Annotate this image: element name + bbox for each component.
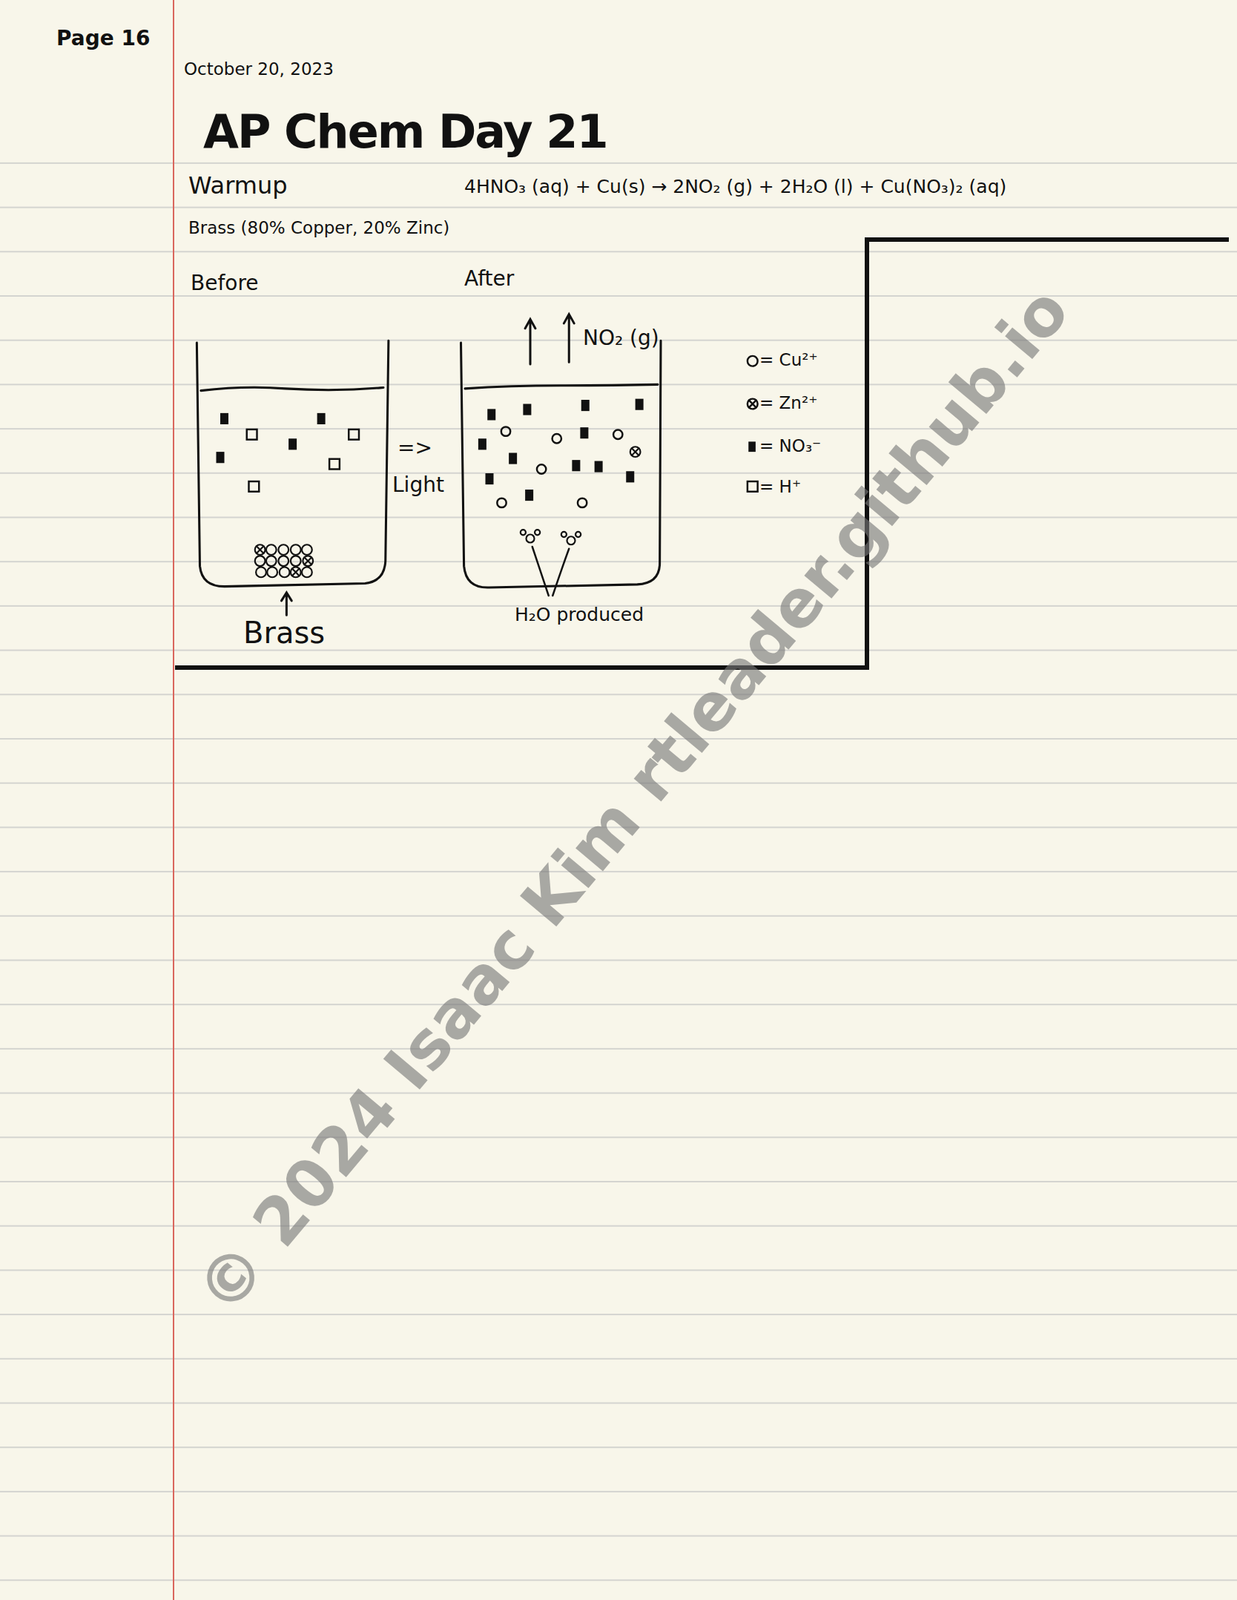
chemical-equation: 4HNO₃ (aq) + Cu(s) → 2NO₂ (g) + 2H₂O (l)… <box>464 176 1007 199</box>
leader-label: H₂O produced <box>514 604 644 626</box>
beaker-illustration <box>196 314 758 616</box>
nitrate-ions <box>216 413 326 463</box>
page-number: Page 16 <box>56 26 150 51</box>
legend-text: = Zn²⁺ <box>759 393 818 413</box>
legend-text: = NO₃⁻ <box>759 436 821 456</box>
panel-label: Before <box>190 271 259 296</box>
beaker <box>461 340 662 588</box>
water-line <box>200 387 384 391</box>
reaction-arrow: => <box>397 436 433 460</box>
part-label: Brass <box>243 615 325 650</box>
copper-ions <box>496 426 623 508</box>
section-border <box>175 239 1229 668</box>
beaker <box>196 340 389 586</box>
leader-lines <box>532 546 570 596</box>
nitrate-ions <box>478 398 644 502</box>
zinc-ion <box>630 446 641 457</box>
page-title: AP Chem Day 21 <box>203 105 608 158</box>
gas-arrows <box>525 314 575 365</box>
note: Brass (80% Copper, 20% Zinc) <box>188 218 450 238</box>
water-line <box>464 384 658 389</box>
brass-atoms <box>255 544 313 577</box>
date: October 20, 2023 <box>183 59 334 79</box>
hydrogen-ions <box>246 429 359 492</box>
panel-label: After <box>464 266 514 291</box>
ruled-lines <box>0 148 1237 1600</box>
legend-samples <box>747 355 758 492</box>
water-molecules <box>520 529 581 545</box>
condition-label: Light <box>392 473 445 497</box>
legend-text: = Cu²⁺ <box>759 350 818 370</box>
margin-line <box>172 0 175 1600</box>
gas-label: NO₂ (g) <box>582 326 660 351</box>
legend-text: = H⁺ <box>759 476 801 497</box>
section-heading: Warmup <box>188 172 288 200</box>
brass-arrow <box>281 592 293 615</box>
